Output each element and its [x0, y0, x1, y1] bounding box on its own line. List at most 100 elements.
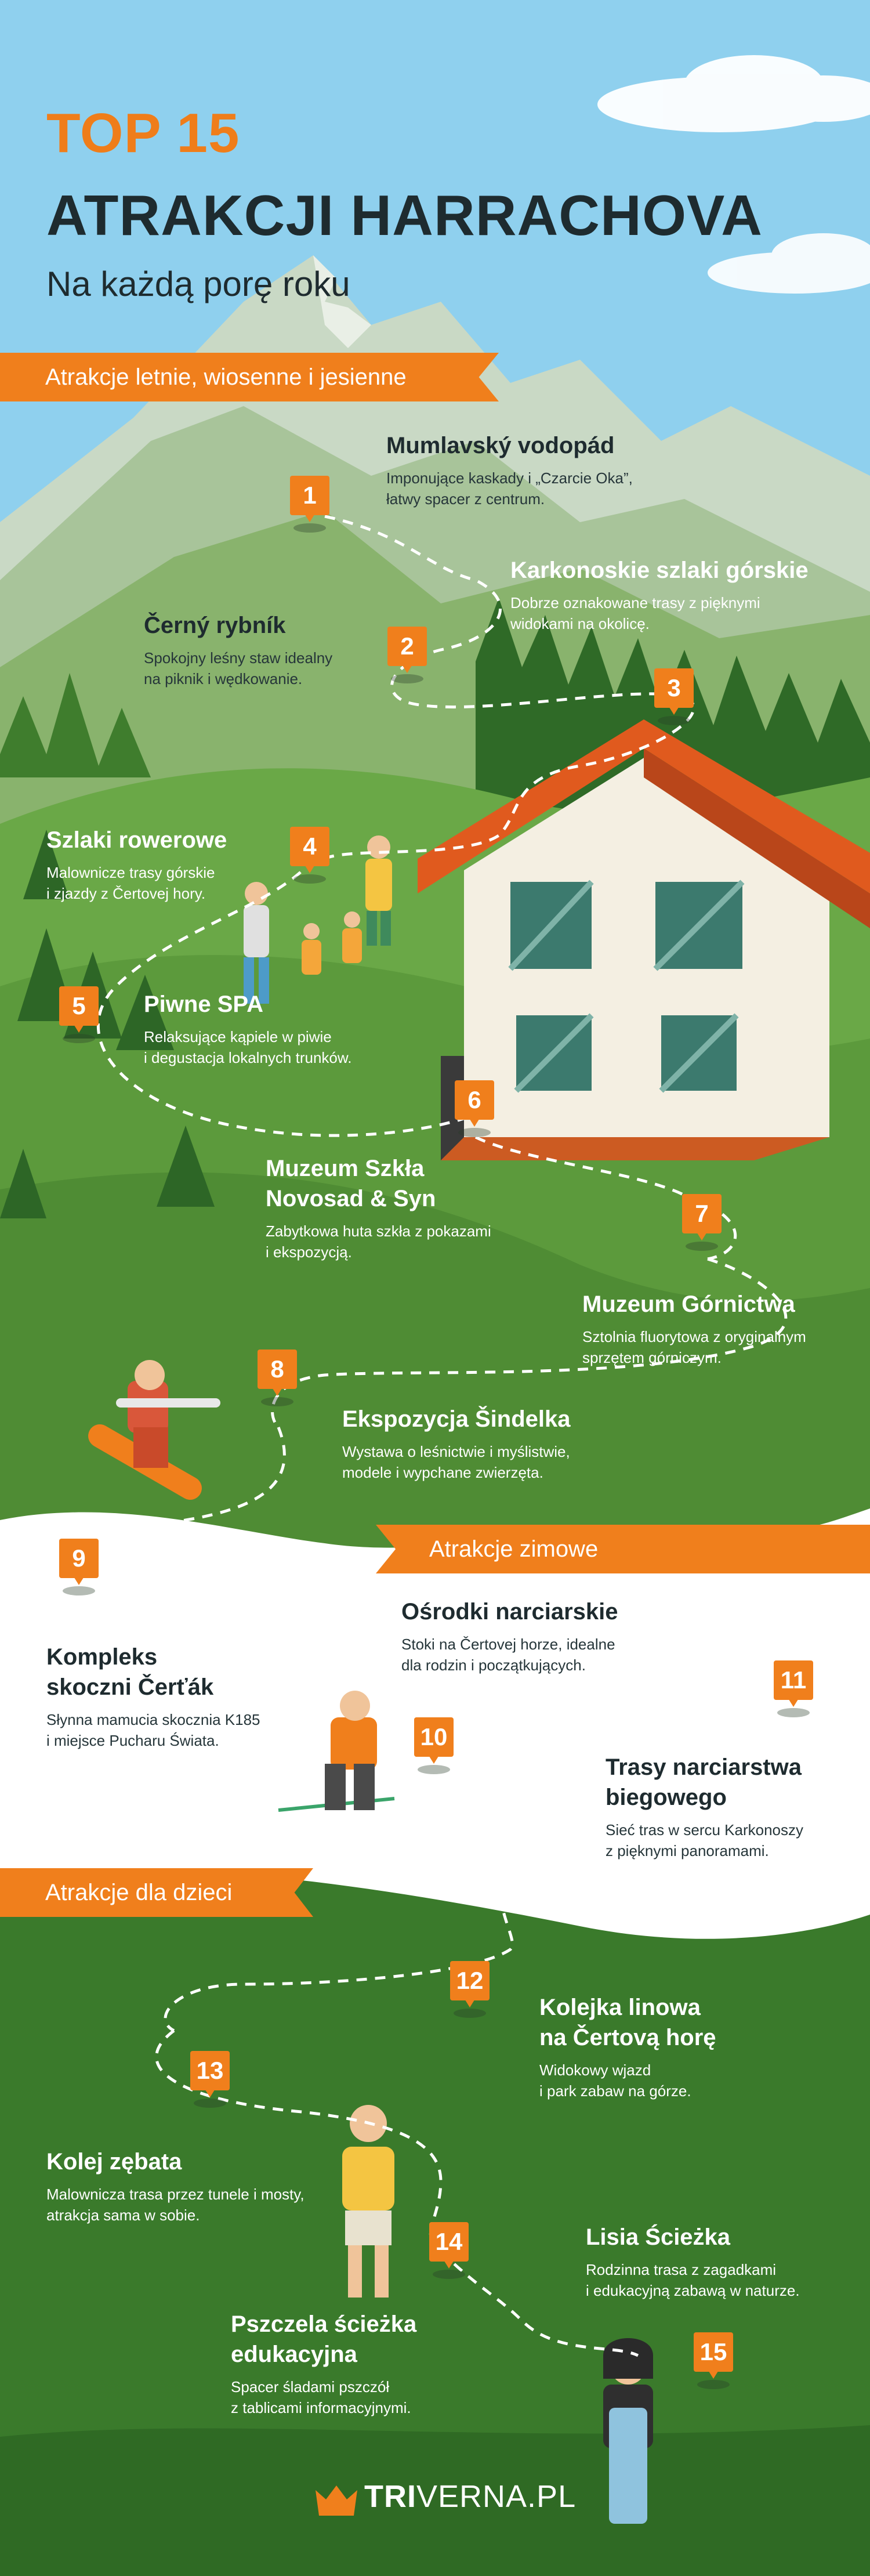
attraction-title: Lisia Ścieżka	[586, 2224, 731, 2250]
pin-number: 6	[467, 1086, 481, 1113]
location-pin-icon: 14	[429, 2222, 469, 2279]
pin-number: 10	[420, 1723, 448, 1750]
attraction-desc-line: Rodzinna trasa z zagadkami	[586, 2261, 777, 2278]
attraction-title-line-2: na Čertovą horę	[539, 2025, 716, 2050]
page-subtitle: Na każdą porę roku	[46, 265, 350, 303]
attraction-desc-line: Zabytkowa huta szkła z pokazami	[266, 1222, 491, 1240]
attraction-desc-line: Dobrze oznakowane trasy z pięknymi	[510, 594, 760, 612]
pin-number: 15	[699, 2338, 727, 2365]
pin-number: 5	[72, 992, 86, 1019]
location-pin-icon: 5	[59, 986, 99, 1043]
location-pin-icon: 4	[290, 827, 329, 884]
attraction-desc-line: i ekspozycją.	[266, 1243, 352, 1261]
pin-number: 2	[400, 632, 414, 660]
attraction-6: Muzeum Szkła Novosad & Syn Zabytkowa hut…	[266, 1153, 556, 1262]
pin-number: 8	[270, 1355, 284, 1383]
attraction-title: Ośrodki narciarskie	[401, 1599, 618, 1625]
location-pin-icon: 3	[654, 668, 694, 725]
attraction-title: Muzeum Szkła	[266, 1156, 425, 1181]
attraction-1: Mumlavský vodopád Imponujące kaskady i „…	[386, 430, 688, 509]
pin-number: 12	[456, 1967, 484, 1994]
attraction-desc-line: z pięknymi panoramami.	[606, 1842, 769, 1859]
location-pin-icon: 12	[450, 1961, 490, 2018]
hikers-illustration	[244, 835, 392, 1004]
attraction-desc-line: i zjazdy z Čertovej hory.	[46, 885, 206, 902]
attraction-desc-line: Imponujące kaskady i „Czarcie Oka”,	[386, 469, 633, 487]
page-title: ATRAKCJI HARRACHOVA	[46, 183, 763, 247]
attraction-desc-line: Spokojny leśny staw idealny	[144, 649, 333, 667]
girl-illustration	[603, 2338, 653, 2524]
attraction-desc-line: Malownicza trasa przez tunele i mosty,	[46, 2186, 304, 2203]
attraction-desc-line: dla rodzin i początkujących.	[401, 1656, 586, 1674]
section-ribbon-kids: Atrakcje dla dzieci	[0, 1868, 313, 1917]
attraction-title: Muzeum Górnictwa	[582, 1291, 795, 1317]
attraction-desc-line: modele i wypchane zwierzęta.	[342, 1464, 543, 1481]
header-top-label: TOP 15	[46, 102, 240, 164]
attraction-desc-line: sprzętem górniczym.	[582, 1349, 722, 1366]
attraction-8: Ekspozycja Šindelka Wystawa o leśnictwie…	[342, 1404, 644, 1483]
skier-illustration	[278, 1691, 395, 1812]
attraction-title-line-2: skoczni Čerťák	[46, 1674, 214, 1700]
attraction-desc-line: Malownicze trasy górskie	[46, 864, 215, 881]
brand-name: TRIVERNA.PL	[364, 2479, 576, 2515]
attraction-title: Pszczela ścieżka	[231, 2311, 417, 2337]
attraction-desc-line: Widokowy wjazd	[539, 2061, 651, 2079]
attraction-title: Szlaki rowerowe	[46, 827, 227, 853]
snowboarder-illustration	[88, 1360, 220, 1500]
house-illustration	[418, 719, 870, 1160]
brand-name-part-1: TRI	[364, 2479, 416, 2514]
attraction-13: Kolej zębata Malownicza trasa przez tune…	[46, 2147, 336, 2226]
attraction-desc-line: Wystawa o leśnictwie i myślistwie,	[342, 1443, 570, 1460]
location-pin-icon: 13	[190, 2051, 230, 2108]
attraction-desc-line: na piknik i wędkowanie.	[144, 670, 303, 688]
attraction-desc-line: i park zabaw na górze.	[539, 2082, 691, 2100]
pin-number: 11	[780, 1666, 807, 1694]
attraction-desc-line: łatwy spacer z centrum.	[386, 490, 545, 508]
section-ribbon-winter: Atrakcje zimowe	[376, 1525, 870, 1573]
attraction-title: Kolej zębata	[46, 2149, 182, 2175]
brand-name-part-2: VERNA.PL	[416, 2479, 577, 2514]
section-ribbon-summer: Atrakcje letnie, wiosenne i jesienne	[0, 353, 499, 401]
location-pin-icon: 9	[59, 1539, 99, 1595]
location-pin-icon: 2	[387, 627, 427, 683]
attraction-title: Mumlavský vodopád	[386, 433, 615, 458]
cloud-icon	[708, 233, 870, 294]
attraction-desc-line: i miejsce Pucharu Świata.	[46, 1732, 219, 1749]
attraction-11: Trasy narciarstwa biegowego Sieć tras w …	[606, 1752, 861, 1861]
attraction-title: Kompleks	[46, 1644, 158, 1670]
attraction-title: Černý rybník	[144, 613, 286, 638]
attraction-14: Pszczela ścieżka edukacyjna Spacer ślada…	[231, 2309, 486, 2418]
attraction-title: Trasy narciarstwa	[606, 1754, 802, 1780]
pin-number: 13	[196, 2057, 224, 2084]
attraction-9: Kompleks skoczni Čerťák Słynna mamucia s…	[46, 1642, 302, 1751]
pin-number: 9	[72, 1544, 86, 1572]
attraction-12: Kolejka linowa na Čertovą horę Widokowy …	[539, 1992, 806, 2101]
attraction-3: Karkonoskie szlaki górskie Dobrze oznako…	[510, 555, 847, 634]
attraction-desc-line: i edukacyjną zabawą w naturze.	[586, 2282, 800, 2299]
location-pin-icon: 10	[414, 1717, 454, 1774]
cloud-icon	[597, 55, 870, 132]
pin-number: 14	[435, 2228, 463, 2255]
boy-illustration	[342, 2105, 394, 2298]
crown-logo-icon	[316, 2485, 357, 2516]
pin-number: 1	[303, 482, 317, 509]
attraction-desc-line: Spacer śladami pszczół	[231, 2378, 390, 2396]
attraction-desc-line: i degustacja lokalnych trunków.	[144, 1049, 352, 1066]
attraction-title: Kolejka linowa	[539, 1995, 701, 2020]
attraction-desc-line: Stoki na Čertovej horze, idealne	[401, 1636, 615, 1653]
attraction-10: Ośrodki narciarskie Stoki na Čertovej ho…	[401, 1597, 668, 1676]
location-pin-icon: 1	[290, 476, 329, 533]
attraction-15: Lisia Ścieżka Rodzinna trasa z zagadkami…	[586, 2222, 858, 2301]
location-pin-icon: 8	[258, 1349, 297, 1406]
location-pin-icon: 11	[774, 1660, 813, 1717]
attraction-desc-line: widokami na okolicę.	[510, 615, 650, 632]
attraction-title-line-2: biegowego	[606, 1785, 727, 1810]
pin-number: 7	[695, 1200, 709, 1227]
attraction-desc-line: Sztolnia fluorytowa z oryginalnym	[582, 1328, 806, 1345]
attraction-2: Černý rybník Spokojny leśny staw idealny…	[144, 610, 376, 689]
pin-number: 4	[303, 833, 317, 860]
attraction-title-line-2: edukacyjna	[231, 2342, 357, 2367]
attraction-desc-line: Słynna mamucia skocznia K185	[46, 1711, 260, 1728]
attraction-desc-line: Sieć tras w sercu Karkonoszy	[606, 1821, 804, 1839]
